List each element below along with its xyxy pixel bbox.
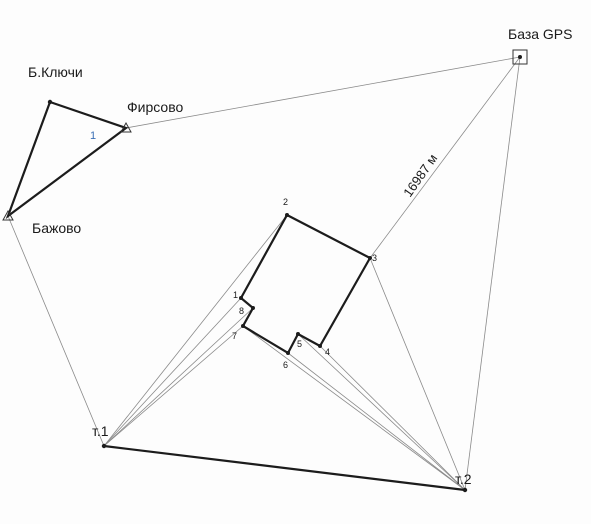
b-klyuchi-label: Б.Ключи — [28, 64, 83, 80]
point-5-label: 5 — [297, 339, 302, 349]
line-base-t2 — [464, 56, 521, 491]
boundary-point-markers — [239, 213, 372, 355]
sight-lines — [7, 56, 521, 491]
parcel-boundary — [239, 213, 372, 355]
line-t1-p1 — [103, 297, 242, 447]
line-t2-p4 — [319, 345, 466, 491]
line-firsovo-base — [125, 56, 521, 129]
line-t1-p7 — [103, 325, 244, 447]
point-2-label: 2 — [283, 197, 288, 207]
point-4-label: 4 — [325, 347, 330, 357]
point-8-dot — [251, 306, 255, 310]
t2-dot — [462, 487, 468, 493]
bazhovo-triangle-marker — [2, 209, 14, 221]
line-t2-p6 — [287, 352, 466, 491]
firsovo-label: Фирсово — [127, 99, 183, 115]
point-1-dot — [239, 296, 243, 300]
annotation-tick: 1 — [90, 130, 96, 142]
point-6-label: 6 — [283, 360, 288, 370]
line-t1-p2 — [103, 214, 288, 447]
control-triangle — [5, 100, 129, 220]
point-8-label: 8 — [239, 306, 244, 316]
line-t2-p7 — [242, 325, 466, 491]
t1-label: т.1 — [92, 423, 109, 439]
point-7-label: 7 — [232, 331, 237, 341]
base-gps-label: База GPS — [508, 26, 572, 42]
point-4-dot — [318, 344, 322, 348]
distance-label: 16987 м — [400, 151, 440, 200]
firsovo-triangle-marker — [120, 121, 132, 133]
baseline-t1-t2 — [102, 444, 467, 492]
line-base-p3 — [369, 56, 521, 259]
line-t2-p3 — [369, 257, 466, 491]
point-6-dot — [286, 351, 290, 355]
point-5-dot — [296, 332, 300, 336]
base-gps-marker — [512, 49, 528, 65]
point-3-dot — [368, 256, 372, 260]
t2-label: т.2 — [455, 471, 472, 487]
point-1-label: 1 — [233, 290, 238, 300]
t1-dot — [101, 443, 107, 449]
b-klyuchi-dot — [47, 99, 53, 105]
point-3-label: 3 — [372, 253, 377, 263]
point-7-dot — [241, 324, 245, 328]
base-gps-dot — [518, 55, 522, 59]
point-2-dot — [285, 213, 289, 217]
bazhovo-label: Бажово — [32, 220, 81, 236]
line-bazhovo-t1 — [7, 215, 105, 447]
line-t2-p5 — [297, 333, 466, 491]
control-markers — [2, 49, 528, 493]
line-t1-p8 — [103, 307, 254, 447]
